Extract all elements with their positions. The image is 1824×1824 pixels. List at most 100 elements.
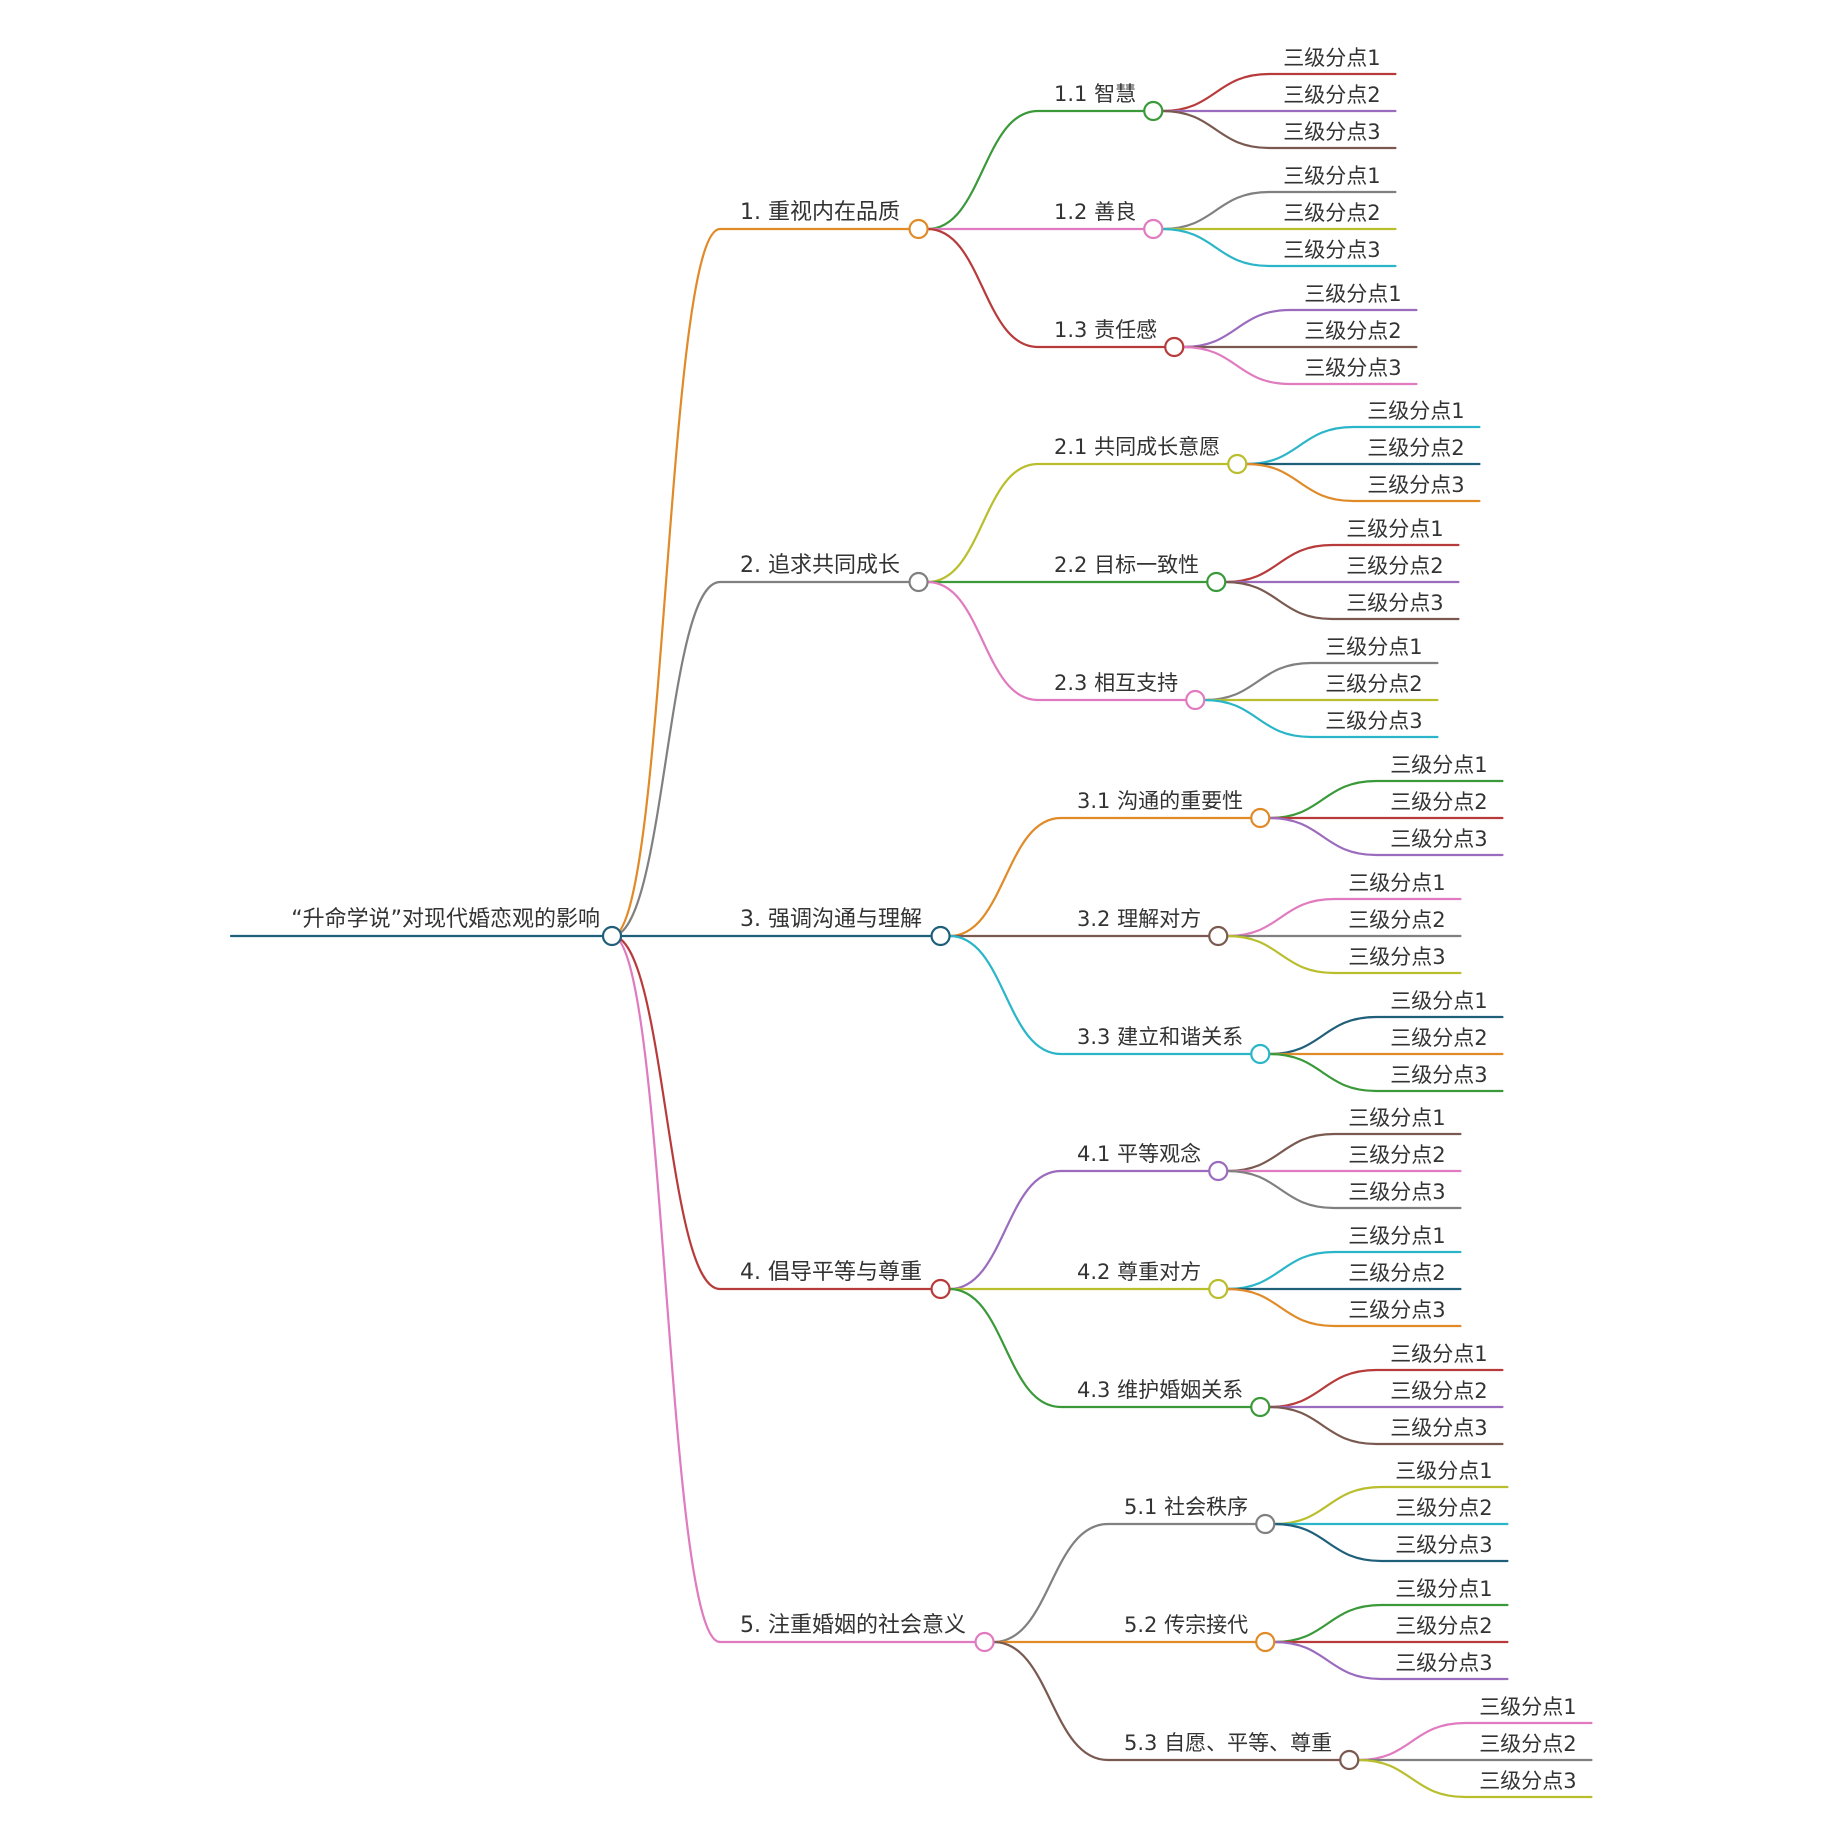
leaf-label[interactable]: 三级分点1 — [1390, 989, 1487, 1013]
leaf-label[interactable]: 三级分点3 — [1395, 1533, 1492, 1557]
leaf-connector — [1226, 934, 1462, 975]
leaf-connector — [1182, 345, 1418, 386]
leaf-connector — [1224, 543, 1460, 584]
subbranch-node-circle[interactable] — [1250, 1043, 1271, 1065]
leaf-label[interactable]: 三级分点2 — [1390, 1026, 1487, 1050]
branch-label[interactable]: 5. 注重婚姻的社会意义 — [740, 1613, 966, 1638]
subbranch-node-circle[interactable] — [1255, 1513, 1276, 1535]
leaf-label[interactable]: 三级分点3 — [1348, 1180, 1445, 1204]
leaf-label[interactable]: 三级分点3 — [1304, 356, 1401, 380]
leaf-connector — [1226, 1250, 1462, 1291]
leaf-label[interactable]: 三级分点1 — [1395, 1577, 1492, 1601]
subbranch-node-circle[interactable] — [1164, 336, 1185, 358]
subbranch-label[interactable]: 4.1 平等观念 — [1077, 1142, 1201, 1166]
leaf-label[interactable]: 三级分点1 — [1348, 871, 1445, 895]
subbranch-node-circle[interactable] — [1206, 571, 1227, 593]
leaf-label[interactable]: 三级分点1 — [1348, 1224, 1445, 1248]
subbranch-node-circle[interactable] — [1208, 1278, 1229, 1300]
leaf-label[interactable]: 三级分点2 — [1348, 1143, 1445, 1167]
leaf-label[interactable]: 三级分点1 — [1395, 1459, 1492, 1483]
leaf-label[interactable]: 三级分点1 — [1304, 282, 1401, 306]
leaf-label[interactable]: 三级分点3 — [1390, 827, 1487, 851]
subbranch-label[interactable]: 1.2 善良 — [1054, 200, 1136, 224]
leaf-label[interactable]: 三级分点2 — [1390, 1379, 1487, 1403]
leaf-label[interactable]: 三级分点1 — [1367, 399, 1464, 423]
leaf-label[interactable]: 三级分点3 — [1325, 709, 1422, 733]
leaf-label[interactable]: 三级分点3 — [1283, 238, 1380, 262]
subbranch-label[interactable]: 5.3 自愿、平等、尊重 — [1124, 1731, 1332, 1755]
branch-node-circle[interactable] — [974, 1631, 995, 1653]
leaf-label[interactable]: 三级分点3 — [1283, 120, 1380, 144]
leaf-label[interactable]: 三级分点1 — [1348, 1106, 1445, 1130]
subbranch-node-circle[interactable] — [1250, 807, 1271, 829]
leaf-label[interactable]: 三级分点3 — [1348, 1298, 1445, 1322]
branch-node-circle[interactable] — [930, 1278, 951, 1300]
leaf-label[interactable]: 三级分点2 — [1348, 908, 1445, 932]
subbranch-label[interactable]: 3.1 沟通的重要性 — [1077, 789, 1243, 813]
subbranch-node-circle[interactable] — [1250, 1396, 1271, 1418]
leaf-label[interactable]: 三级分点2 — [1283, 83, 1380, 107]
subbranch-label[interactable]: 4.2 尊重对方 — [1077, 1260, 1201, 1284]
subbranch-node-circle[interactable] — [1255, 1631, 1276, 1653]
subbranch-node-circle[interactable] — [1208, 925, 1229, 947]
leaf-label[interactable]: 三级分点1 — [1346, 517, 1443, 541]
subbranch-label[interactable]: 1.1 智慧 — [1054, 82, 1136, 106]
subbranch-node-circle[interactable] — [1143, 218, 1164, 240]
leaf-connector — [1268, 1368, 1504, 1409]
leaf-label[interactable]: 三级分点3 — [1390, 1416, 1487, 1440]
leaf-label[interactable]: 三级分点3 — [1390, 1063, 1487, 1087]
leaf-label[interactable]: 三级分点2 — [1395, 1496, 1492, 1520]
leaf-label[interactable]: 三级分点1 — [1325, 635, 1422, 659]
leaf-connector — [1226, 1132, 1462, 1173]
leaf-label[interactable]: 三级分点2 — [1283, 201, 1380, 225]
branch-node-circle[interactable] — [908, 571, 929, 593]
leaf-label[interactable]: 三级分点3 — [1346, 591, 1443, 615]
leaf-connector — [1273, 1640, 1509, 1681]
leaf-label[interactable]: 三级分点3 — [1479, 1769, 1576, 1793]
subbranch-label[interactable]: 5.2 传宗接代 — [1124, 1613, 1248, 1637]
leaf-label[interactable]: 三级分点3 — [1367, 473, 1464, 497]
subbranch-node-circle[interactable] — [1143, 100, 1164, 122]
leaf-label[interactable]: 三级分点1 — [1390, 753, 1487, 777]
leaf-connector — [1161, 227, 1397, 268]
leaf-label[interactable]: 三级分点1 — [1283, 46, 1380, 70]
subbranch-label[interactable]: 5.1 社会秩序 — [1124, 1495, 1248, 1519]
branch-label[interactable]: 2. 追求共同成长 — [740, 553, 900, 578]
branch-node-circle[interactable] — [908, 218, 929, 240]
leaf-label[interactable]: 三级分点1 — [1479, 1695, 1576, 1719]
leaf-label[interactable]: 三级分点2 — [1304, 319, 1401, 343]
leaf-connector — [1226, 897, 1462, 938]
branch-label[interactable]: 3. 强调沟通与理解 — [740, 907, 922, 932]
subbranch-connector — [926, 109, 1146, 231]
subbranch-label[interactable]: 3.2 理解对方 — [1077, 907, 1201, 931]
leaf-label[interactable]: 三级分点2 — [1395, 1614, 1492, 1638]
root-node-circle[interactable] — [601, 925, 623, 947]
leaf-label[interactable]: 三级分点1 — [1390, 1342, 1487, 1366]
connector-layer — [229, 72, 1593, 1799]
leaf-label[interactable]: 三级分点1 — [1283, 164, 1380, 188]
leaf-connector — [1357, 1758, 1593, 1799]
subbranch-label[interactable]: 4.3 维护婚姻关系 — [1077, 1378, 1243, 1402]
subbranch-label[interactable]: 2.2 目标一致性 — [1054, 553, 1199, 577]
branch-label[interactable]: 4. 倡导平等与尊重 — [740, 1260, 922, 1285]
subbranch-node-circle[interactable] — [1227, 453, 1248, 475]
leaf-label[interactable]: 三级分点2 — [1325, 672, 1422, 696]
leaf-connector — [1161, 190, 1397, 231]
leaf-label[interactable]: 三级分点2 — [1390, 790, 1487, 814]
subbranch-label[interactable]: 2.1 共同成长意愿 — [1054, 435, 1220, 459]
leaf-connector — [1357, 1721, 1593, 1762]
subbranch-label[interactable]: 2.3 相互支持 — [1054, 671, 1178, 695]
leaf-label[interactable]: 三级分点2 — [1348, 1261, 1445, 1285]
leaf-label[interactable]: 三级分点2 — [1479, 1732, 1576, 1756]
subbranch-node-circle[interactable] — [1208, 1160, 1229, 1182]
branch-label[interactable]: 1. 重视内在品质 — [740, 200, 900, 225]
subbranch-node-circle[interactable] — [1185, 689, 1206, 711]
subbranch-node-circle[interactable] — [1339, 1749, 1360, 1771]
leaf-label[interactable]: 三级分点2 — [1367, 436, 1464, 460]
leaf-label[interactable]: 三级分点2 — [1346, 554, 1443, 578]
branch-node-circle[interactable] — [930, 925, 951, 947]
subbranch-label[interactable]: 3.3 建立和谐关系 — [1077, 1025, 1243, 1049]
leaf-label[interactable]: 三级分点3 — [1395, 1651, 1492, 1675]
leaf-label[interactable]: 三级分点3 — [1348, 945, 1445, 969]
subbranch-label[interactable]: 1.3 责任感 — [1054, 318, 1157, 342]
